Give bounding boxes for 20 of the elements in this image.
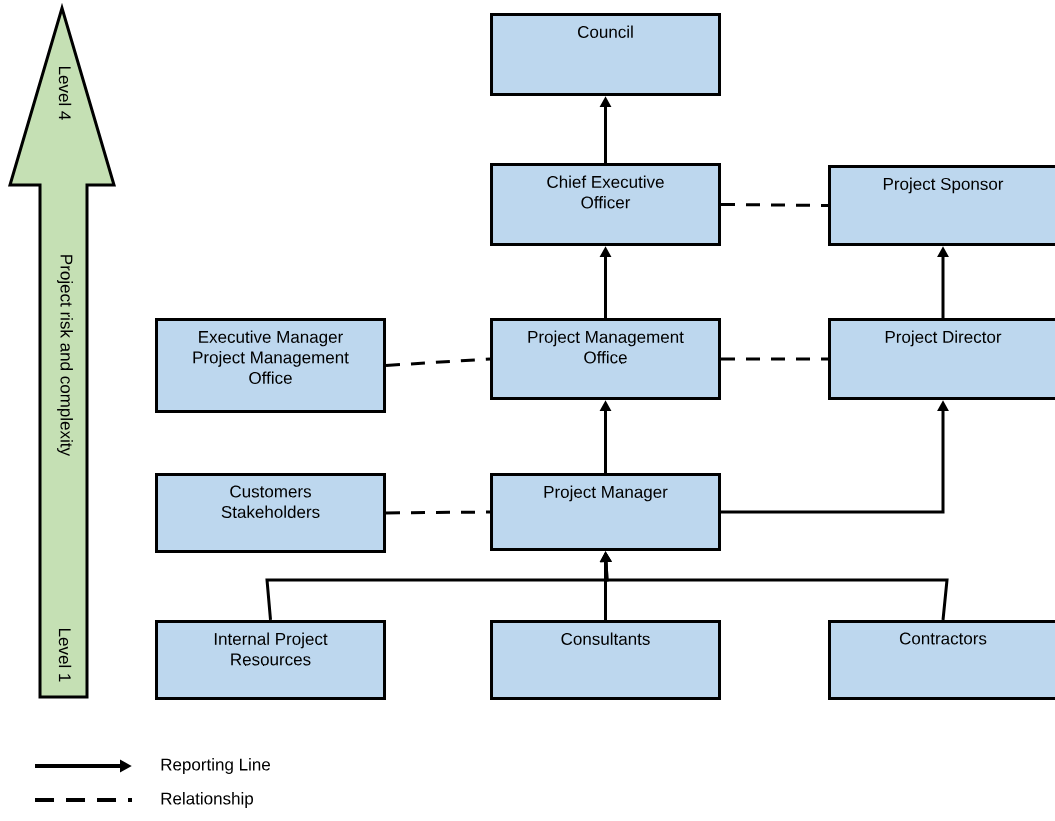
- org-box: Project Manager: [490, 473, 721, 551]
- org-box: Project Director: [828, 318, 1055, 400]
- org-box: Internal Project Resources: [155, 620, 386, 700]
- dashed-line: [386, 510, 491, 515]
- org-box: Customers Stakeholders: [155, 473, 386, 553]
- org-box: Project Management Office: [490, 318, 721, 400]
- org-box: Project Sponsor: [828, 165, 1055, 246]
- level-label: Level 1: [58, 628, 72, 682]
- dashed-line: [721, 357, 828, 361]
- level-label: Level 4: [58, 66, 72, 120]
- dashed-line: [385, 357, 491, 367]
- org-box: Contractors: [828, 620, 1055, 700]
- org-box: Council: [490, 13, 721, 96]
- org-box: Executive Manager Project Management Office: [155, 318, 386, 413]
- dashed-line: [721, 203, 829, 207]
- arrow-label: Project risk and complexity: [57, 255, 73, 456]
- legend-label: Reporting Line: [161, 758, 270, 774]
- legend-label: Relationship: [161, 792, 253, 808]
- org-box: Chief Executive Officer: [490, 163, 721, 246]
- org-box: Consultants: [490, 620, 721, 700]
